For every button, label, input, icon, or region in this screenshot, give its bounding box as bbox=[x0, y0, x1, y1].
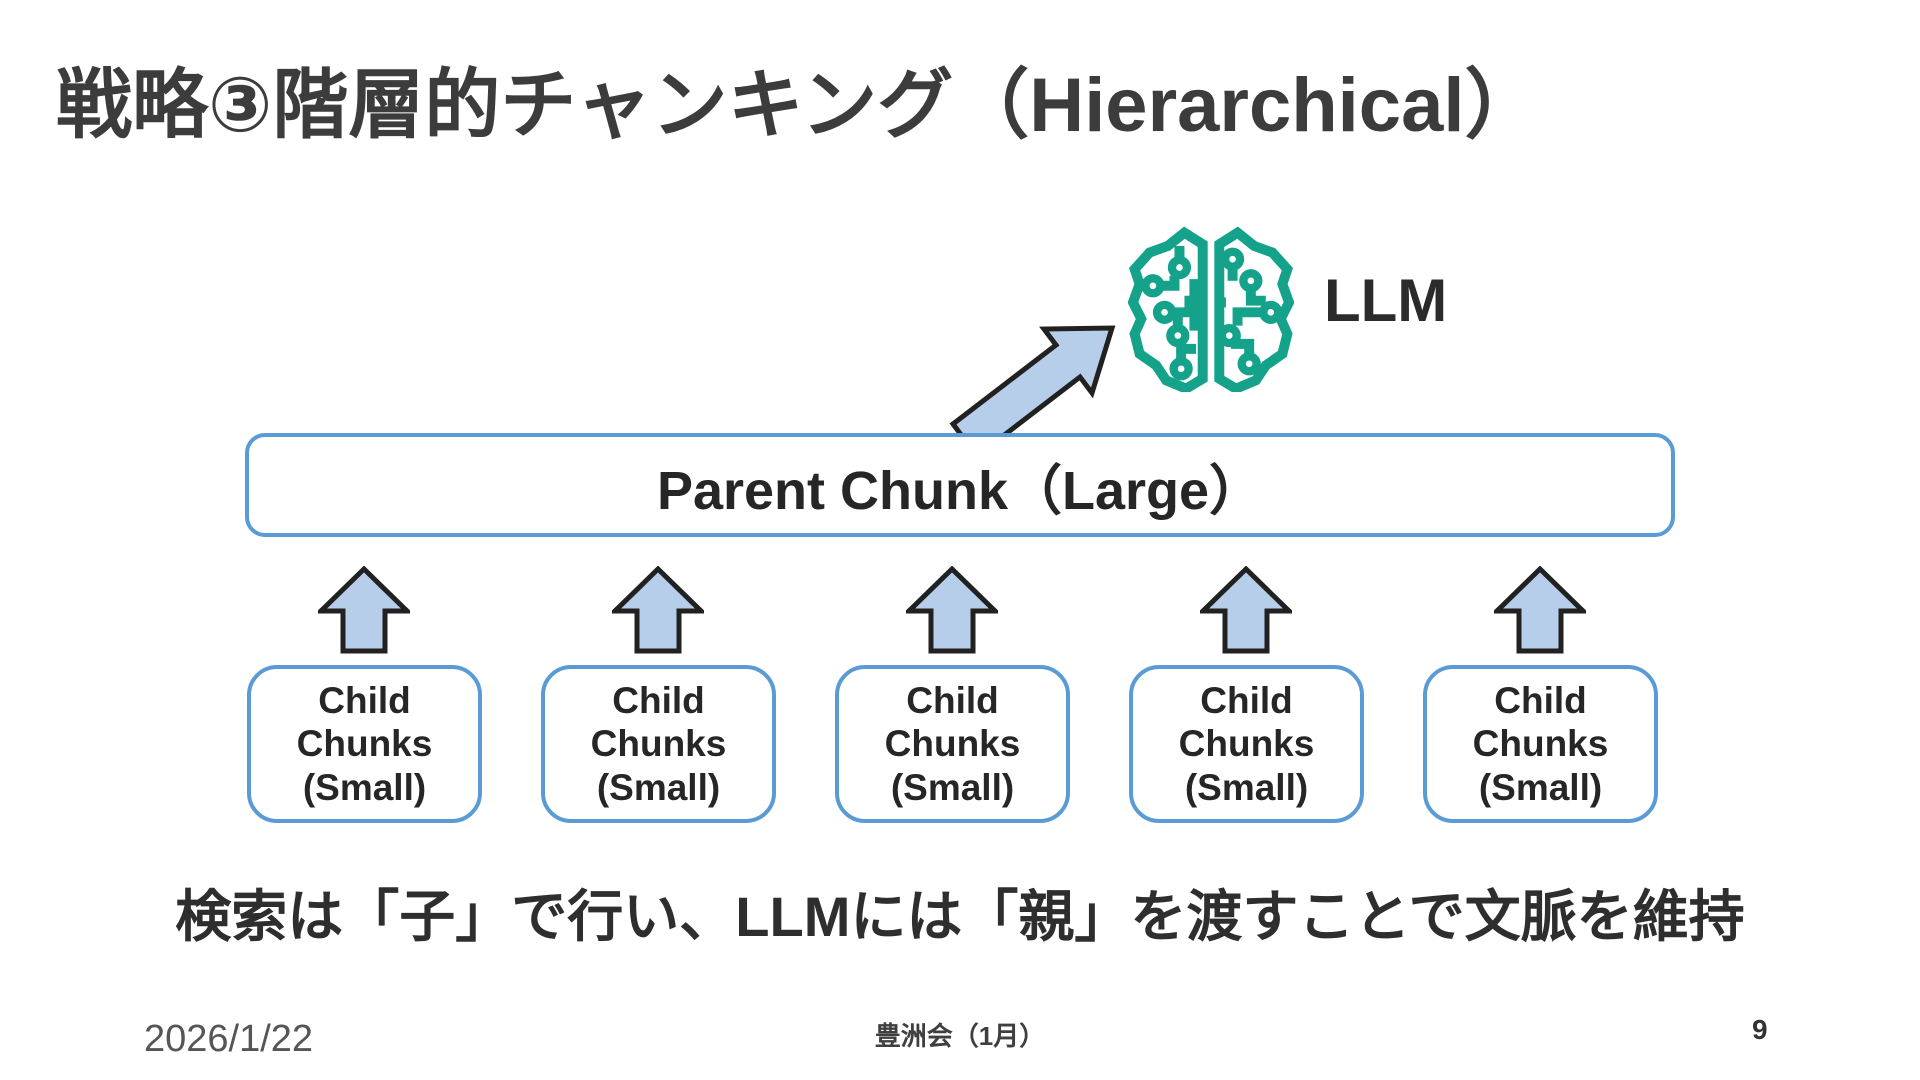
child-chunk-label-line: Chunks bbox=[296, 723, 433, 765]
summary-message: 検索は「子」で行い、LLMには「親」を渡すことで文脈を維持 bbox=[175, 885, 1745, 948]
child-to-parent-arrow-icon bbox=[906, 566, 998, 654]
child-chunk-box: Child Chunks (Small) bbox=[247, 665, 482, 823]
child-chunk-label-line: (Small) bbox=[1478, 766, 1603, 808]
llm-brain-circuit-icon bbox=[1128, 226, 1294, 392]
child-to-parent-arrow-icon bbox=[318, 566, 410, 654]
child-chunk-box: Child Chunks (Small) bbox=[541, 665, 776, 823]
child-to-parent-arrow-icon bbox=[1200, 566, 1292, 654]
child-chunk-label-line: Chunks bbox=[884, 723, 1021, 765]
parent-chunk-label: Parent Chunk（Large） bbox=[656, 460, 1264, 521]
child-chunk-label-line: (Small) bbox=[890, 766, 1015, 808]
child-chunk-label-line: Child bbox=[612, 680, 705, 722]
child-to-parent-arrow-icon bbox=[1494, 566, 1586, 654]
child-chunk-label-line: Child bbox=[1200, 680, 1293, 722]
child-chunk-label-line: Child bbox=[1494, 680, 1587, 722]
child-chunk-label-line: Child bbox=[318, 680, 411, 722]
child-chunk-label-line: Chunks bbox=[590, 723, 727, 765]
slide-title: 戦略③階層的チャンキング（Hierarchical） bbox=[56, 63, 1541, 148]
child-chunk-label-line: (Small) bbox=[596, 766, 721, 808]
child-chunk-label-line: Chunks bbox=[1472, 723, 1609, 765]
child-to-parent-arrow-icon bbox=[612, 566, 704, 654]
child-chunk-box: Child Chunks (Small) bbox=[1423, 665, 1658, 823]
child-chunk-label-line: Chunks bbox=[1178, 723, 1315, 765]
child-chunk-label-line: (Small) bbox=[1184, 766, 1309, 808]
child-chunk-box: Child Chunks (Small) bbox=[835, 665, 1070, 823]
page-number: 9 bbox=[1752, 1014, 1768, 1045]
child-chunk-label-line: Child bbox=[906, 680, 999, 722]
child-chunk-box: Child Chunks (Small) bbox=[1129, 665, 1364, 823]
llm-label: LLM bbox=[1324, 267, 1448, 334]
footer-date: 2026/1/22 bbox=[144, 1018, 314, 1060]
footer-venue: 豊洲会（1月） bbox=[874, 1021, 1046, 1051]
child-chunk-label-line: (Small) bbox=[302, 766, 427, 808]
parent-chunk-box: Parent Chunk（Large） bbox=[245, 433, 1675, 537]
